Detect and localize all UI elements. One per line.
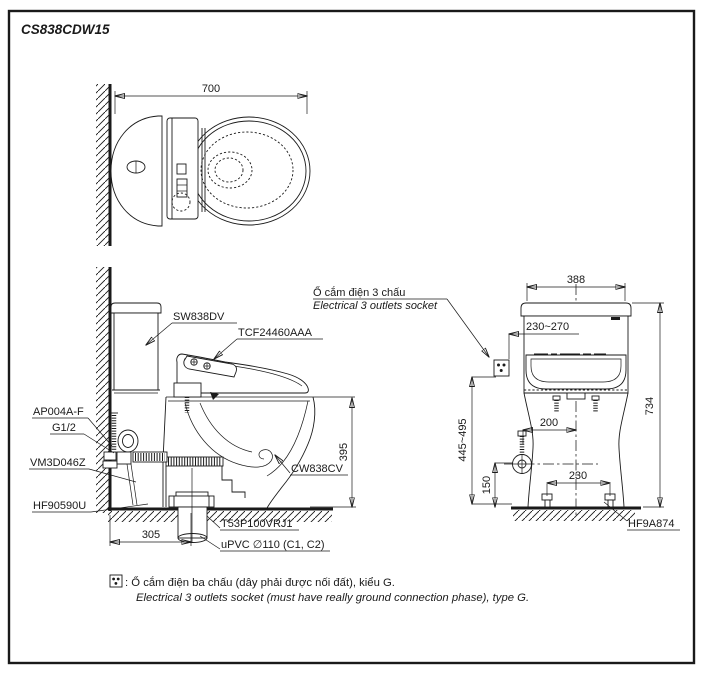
floor-hatch — [513, 510, 635, 521]
flange-label: HF90590U — [33, 500, 86, 512]
outlet-box-icon — [493, 359, 510, 377]
drain-joint-label: T53P100VRJ1 — [221, 518, 293, 530]
wall-hatch — [96, 267, 110, 513]
socket-offset-dim: 230~270 — [526, 321, 569, 333]
tank-part-label: SW838DV — [173, 311, 225, 323]
socket-note-vi: Ổ cắm điện 3 chấu — [313, 286, 405, 299]
tank-button — [611, 317, 620, 320]
pipe-label: VM3D046Z — [30, 457, 86, 469]
top-view: 700 — [96, 83, 311, 246]
side-view-labels: SW838DV TCF24460AAA Ổ cắm điện 3 chấu El… — [29, 286, 489, 552]
top-width-dim: 700 — [202, 83, 220, 95]
side-depth-dim: 305 — [142, 529, 160, 541]
valve-height-dim: 150 — [481, 476, 493, 494]
footnote-en: Electrical 3 outlets socket (must have r… — [136, 592, 529, 604]
thread-label: G1/2 — [52, 422, 76, 434]
front-view: 388 230~270 734 445~495 200 150 230 HF9A… — [457, 274, 680, 531]
page-title: CS838CDW15 — [21, 22, 110, 37]
side-rim-height-dim: 395 — [338, 443, 350, 461]
front-width-dim: 388 — [567, 274, 585, 286]
side-view: 305 395 — [96, 267, 356, 546]
supply-valve-label: AP004A-F — [33, 406, 84, 418]
footnote: : Ổ cắm điện ba chấu (dây phải được nối … — [109, 574, 529, 604]
bowl-part-label: CW838CV — [291, 463, 344, 475]
outlet-symbol-icon — [109, 574, 123, 588]
valve-offset-dim: 200 — [540, 417, 558, 429]
bolt-cap-label: HF9A874 — [628, 518, 674, 530]
socket-height-dim: 445~495 — [457, 418, 469, 461]
drain-pipe-label: uPVC ∅110 (C1, C2) — [221, 539, 325, 551]
floor-hatch — [108, 511, 332, 522]
page-border — [7, 9, 696, 665]
total-height-dim: 734 — [644, 397, 656, 415]
washlet-part-label: TCF24460AAA — [238, 327, 313, 339]
wall-hatch — [96, 84, 110, 246]
footnote-vi: : Ổ cắm điện ba chấu (dây phải được nối … — [125, 576, 395, 589]
bolt-spacing-dim: 230 — [569, 470, 587, 482]
socket-note-en: Electrical 3 outlets socket — [313, 300, 438, 312]
